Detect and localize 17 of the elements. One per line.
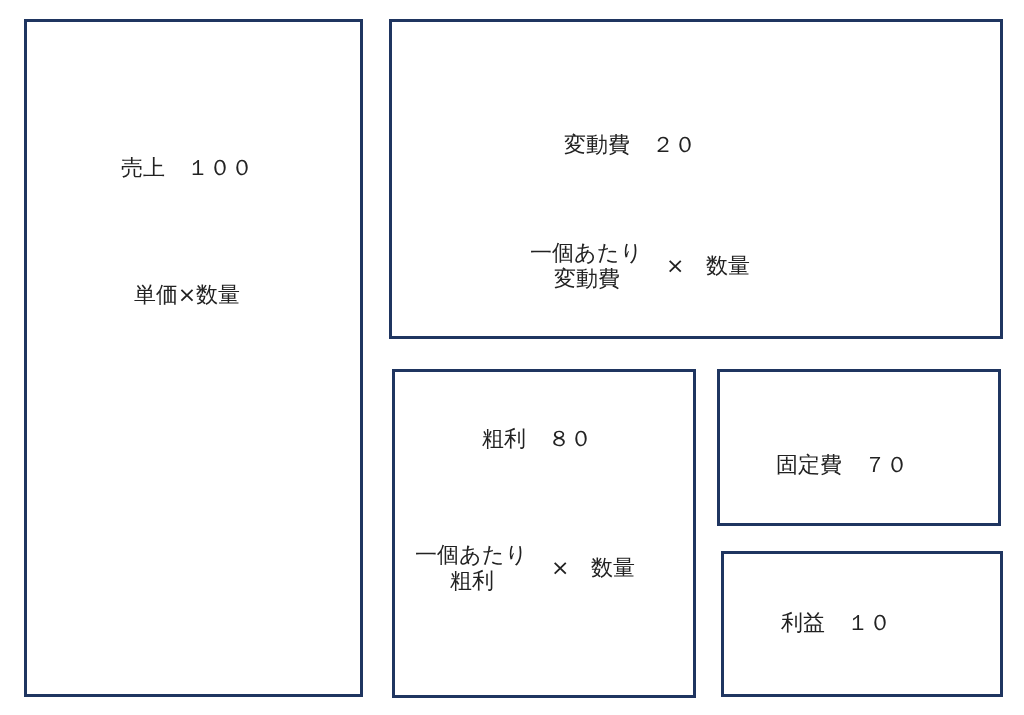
text-box (392, 369, 696, 698)
text-box (24, 19, 363, 697)
multiply-sign: × (666, 253, 685, 280)
formula-term: 一個あたり変動費 (529, 240, 644, 293)
formula-term: 一個あたり粗利 (414, 542, 529, 595)
text-box (717, 369, 1001, 526)
text-box (389, 19, 1003, 339)
heading-text: 固定費 ７０ (776, 452, 908, 479)
heading-text: 利益 １０ (781, 610, 891, 637)
formula-text: 単価×数量 (133, 282, 241, 309)
multiply-sign: × (551, 555, 570, 582)
formula-term: 数量 (706, 253, 751, 280)
heading-text: 粗利 ８０ (482, 426, 592, 453)
text-box (721, 551, 1003, 697)
heading-text: 売上 １００ (121, 155, 253, 182)
heading-text: 変動費 ２０ (564, 132, 696, 159)
formula-term: 数量 (591, 555, 636, 582)
